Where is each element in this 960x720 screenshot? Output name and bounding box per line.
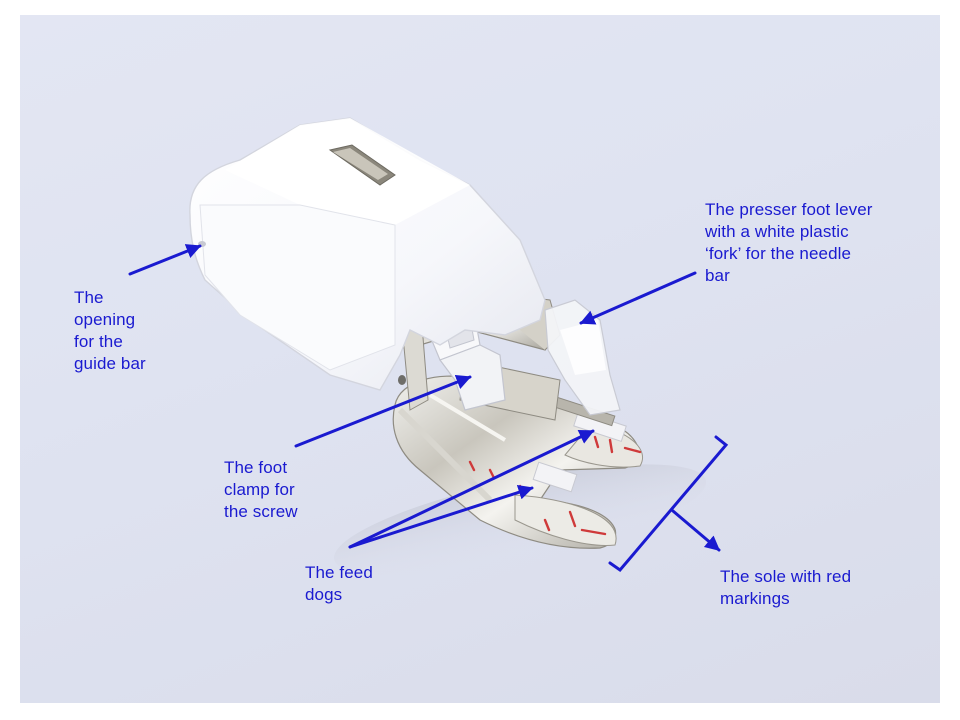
sole-bracket (608, 435, 729, 573)
label-presser-foot-lever: The presser foot lever with a white plas… (705, 200, 873, 285)
feed-dogs (532, 393, 627, 493)
label-feed-dogs: The feed dogs (305, 563, 373, 604)
annotations (128, 244, 729, 573)
plastic-housing (189, 117, 546, 391)
arrow-guide-bar (128, 244, 202, 276)
arrow-presser-lever (579, 271, 697, 325)
arrow-foot-clamp (294, 375, 472, 448)
arrow-sole (671, 509, 721, 552)
label-foot-clamp: The foot clamp for the screw (224, 458, 298, 521)
arrow-feed-dogs-upper (348, 429, 595, 549)
presser-foot-lever-fork (544, 299, 621, 416)
arrow-feed-dogs-lower (348, 485, 534, 549)
label-sole-red-markings: The sole with red markings (720, 567, 852, 608)
label-guide-bar-opening: The opening for the guide bar (74, 288, 146, 373)
